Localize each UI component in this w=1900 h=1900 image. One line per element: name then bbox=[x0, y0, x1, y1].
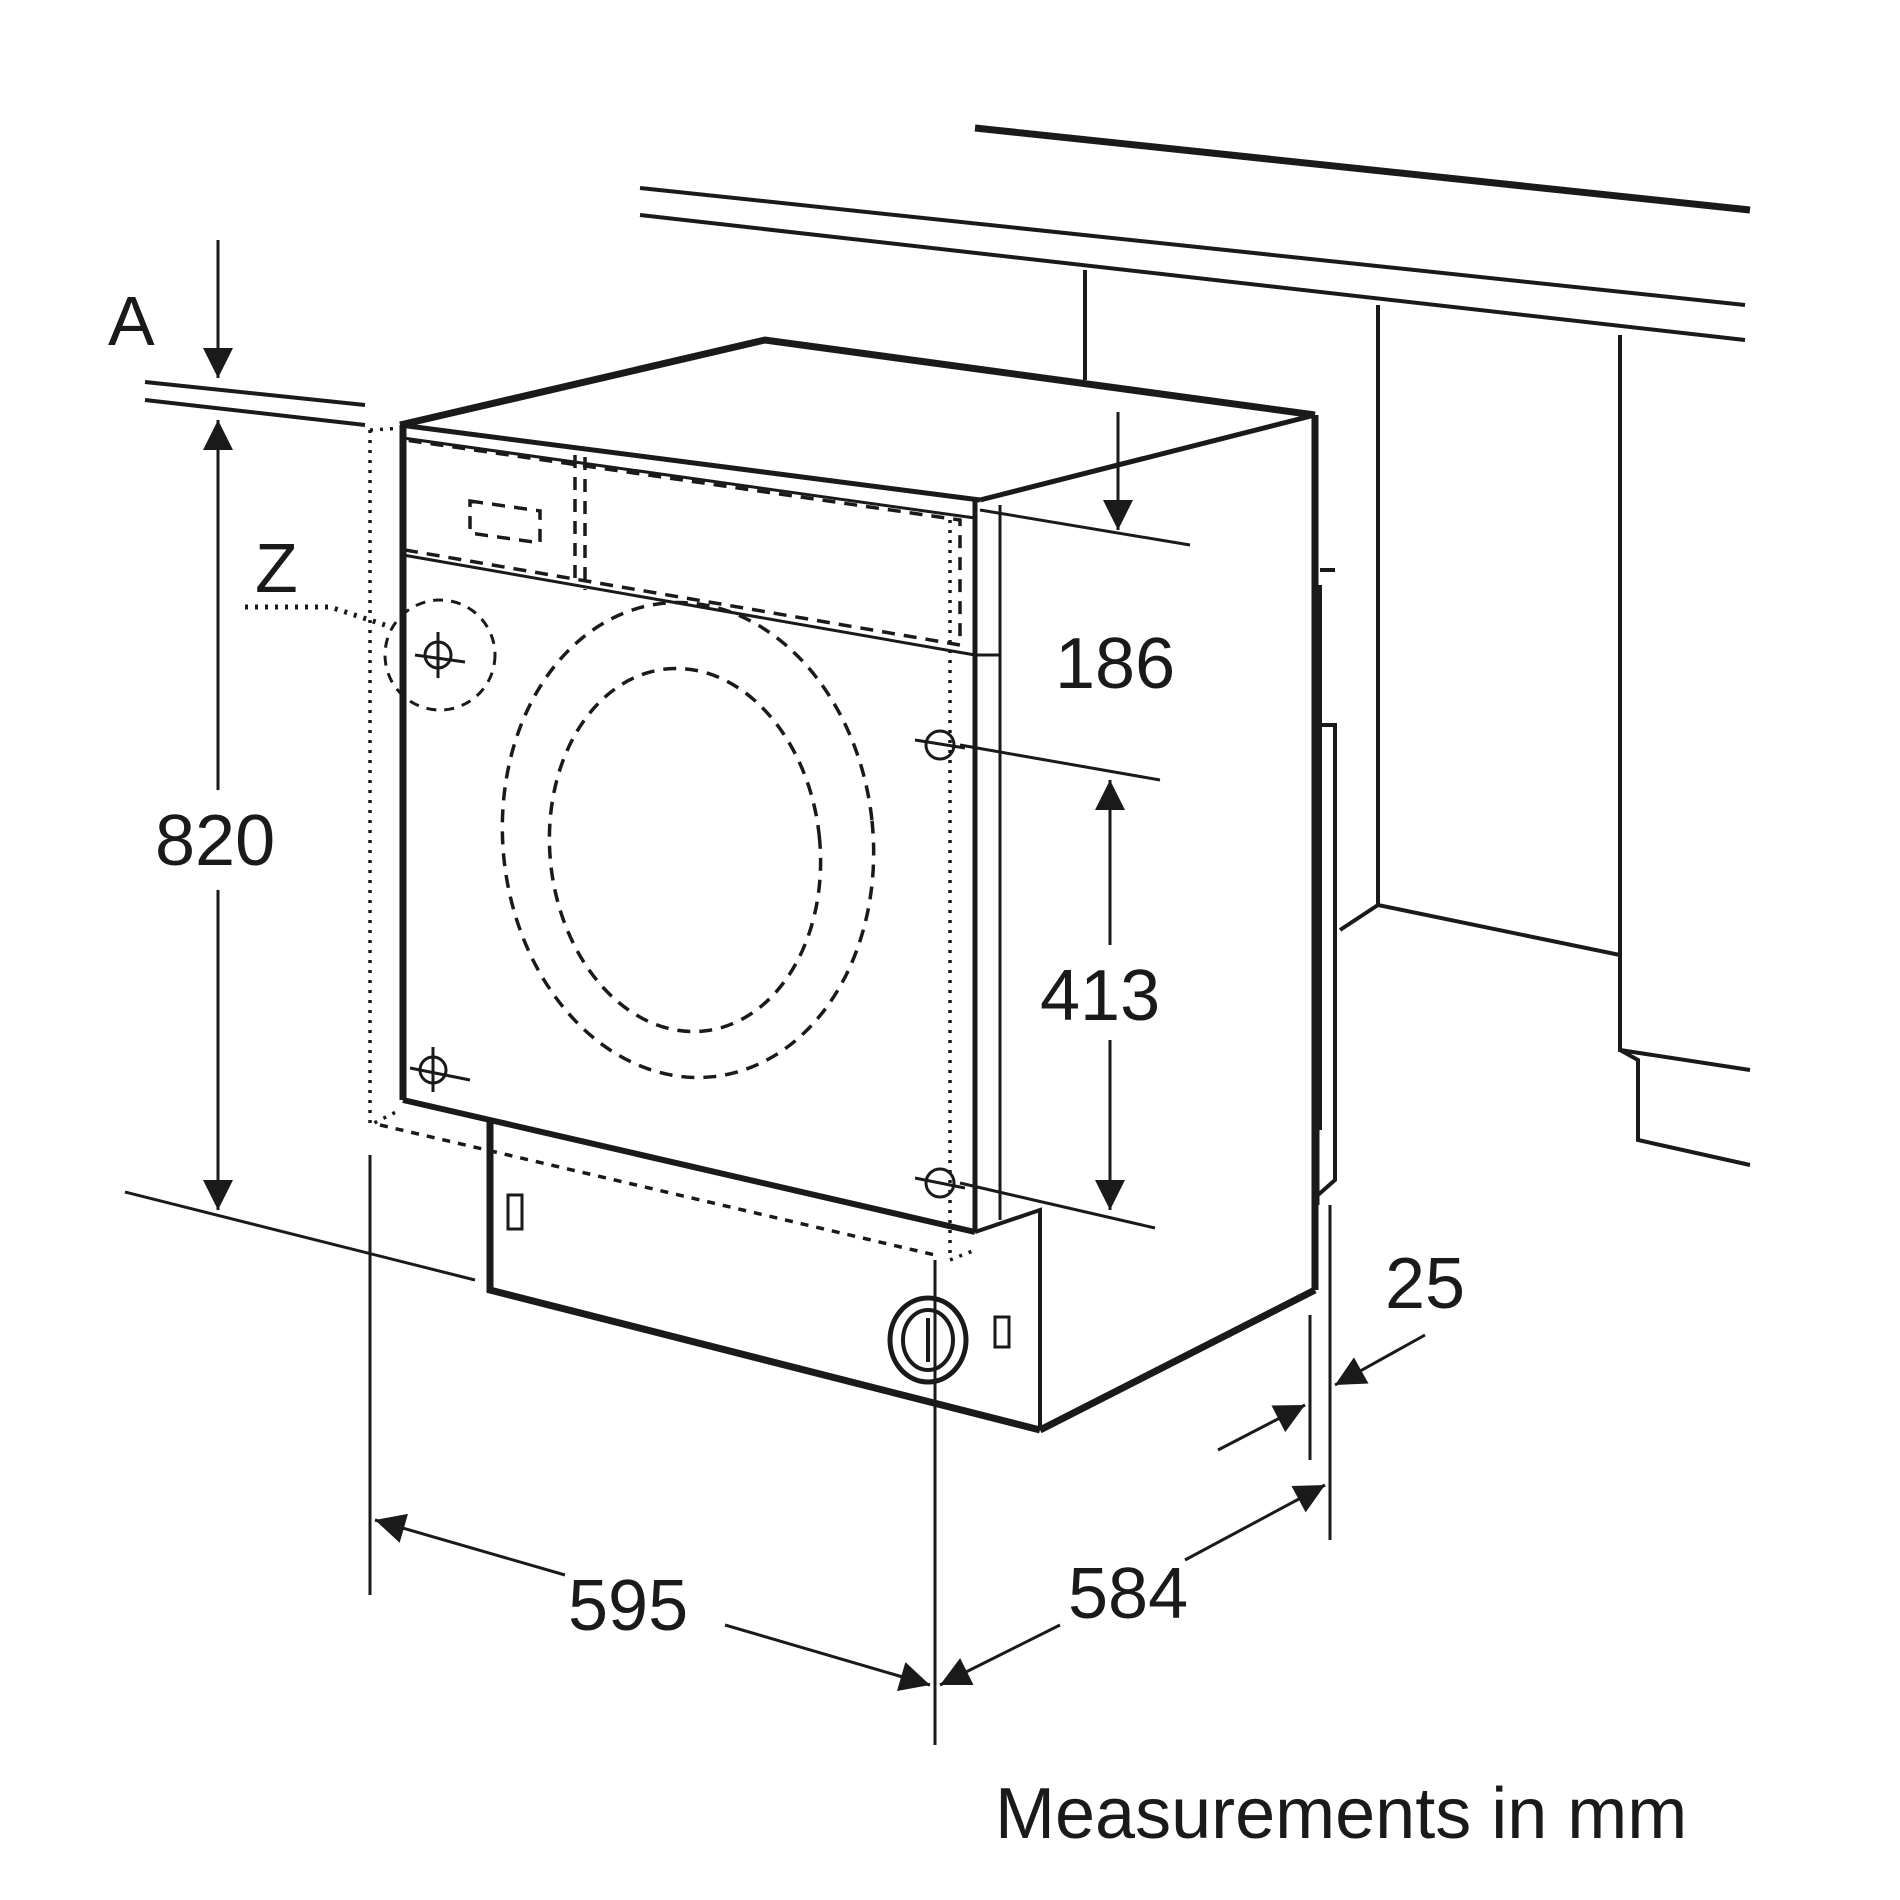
label-panel: 186 bbox=[1055, 624, 1175, 704]
screw-points bbox=[383, 598, 966, 1199]
depth-dim-right bbox=[1184, 1483, 1326, 1562]
door-extension-top bbox=[959, 743, 1161, 782]
screw-bottom-right bbox=[914, 1167, 966, 1199]
detail-z-circle bbox=[383, 598, 497, 712]
width-dim-right bbox=[724, 1623, 931, 1691]
depth-dim-left bbox=[939, 1623, 1061, 1687]
label-z: Z bbox=[255, 529, 298, 607]
caption-units: Measurements in mm bbox=[995, 1774, 1687, 1854]
label-a: A bbox=[108, 282, 155, 360]
height-extension-bottom bbox=[124, 1190, 476, 1282]
machine-body bbox=[399, 336, 1319, 1434]
offset-arrow-right bbox=[1334, 1333, 1426, 1387]
countertop-lines bbox=[144, 124, 1751, 427]
offset-arrow-left bbox=[1217, 1403, 1306, 1452]
plinth-details bbox=[506, 1193, 1011, 1385]
screw-top-left bbox=[414, 632, 466, 678]
dimension-lines bbox=[124, 240, 1426, 1745]
dashed-outlines bbox=[379, 438, 962, 1257]
screw-bottom-left bbox=[409, 1047, 471, 1092]
niche-dotted-outline bbox=[368, 426, 976, 1263]
screw-top-right bbox=[914, 729, 966, 761]
drain-pump-cap bbox=[887, 1295, 969, 1385]
label-width: 595 bbox=[568, 1566, 688, 1646]
label-offset: 25 bbox=[1385, 1244, 1465, 1324]
cabinet-recess bbox=[1083, 270, 1751, 1205]
door-extension-bottom bbox=[959, 1181, 1156, 1230]
width-dim-left bbox=[374, 1513, 566, 1577]
label-depth: 584 bbox=[1068, 1554, 1188, 1634]
label-door-holes: 413 bbox=[1040, 956, 1160, 1036]
label-height: 820 bbox=[155, 801, 275, 881]
z-leader bbox=[245, 604, 386, 628]
panel-extension bbox=[979, 508, 1191, 547]
